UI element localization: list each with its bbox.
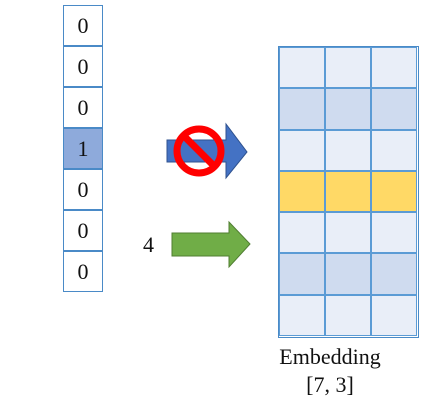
embedding-cell — [279, 294, 325, 336]
embedding-cell — [371, 88, 417, 130]
green-arrow — [171, 220, 251, 269]
embedding-cell — [371, 47, 417, 89]
embedding-cell — [279, 129, 325, 171]
embedding-cell — [325, 253, 371, 295]
embedding-cell — [371, 253, 417, 295]
embedding-shape: [7, 3] — [306, 372, 354, 397]
embedding-title: Embedding — [279, 344, 381, 369]
one-hot-cell: 0 — [63, 169, 103, 210]
index-label: 4 — [143, 232, 154, 257]
embedding-cell — [325, 212, 371, 254]
embedding-cell — [371, 294, 417, 336]
one-hot-cell: 0 — [63, 5, 103, 46]
one-hot-cell: 0 — [63, 46, 103, 87]
embedding-cell — [325, 129, 371, 171]
embedding-cell — [279, 88, 325, 130]
embedding-cell-highlighted — [279, 170, 325, 213]
embedding-cell — [325, 47, 371, 89]
embedding-cell — [279, 212, 325, 254]
one-hot-cell: 1 — [63, 128, 103, 169]
embedding-cell — [279, 253, 325, 295]
embedding-cell-highlighted — [371, 170, 417, 213]
embedding-cell — [325, 88, 371, 130]
one-hot-cell: 0 — [63, 251, 103, 292]
prohibited-icon — [173, 125, 225, 177]
embedding-cell-highlighted — [325, 170, 371, 213]
embedding-cell — [325, 294, 371, 336]
embedding-matrix — [278, 46, 419, 338]
embedding-cell — [371, 129, 417, 171]
embedding-cell — [279, 47, 325, 89]
one-hot-cell: 0 — [63, 210, 103, 251]
one-hot-cell: 0 — [63, 87, 103, 128]
embedding-cell — [371, 212, 417, 254]
